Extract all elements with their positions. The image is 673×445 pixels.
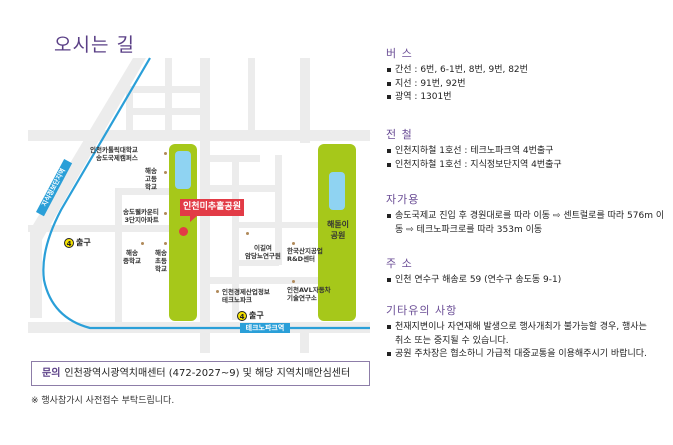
park-haedoji-label: 해돋이 공원 (326, 220, 350, 240)
section-address: 주 소 인천 연수구 해송로 59 (연수구 송도동 9-1) (386, 255, 561, 288)
landmark-avl: 인천AVL자동차 기술연구소 (287, 286, 331, 302)
section-etc: 기타유의 사항 천재지변이나 자연재해 발생으로 행사개최가 불가능할 경우, … (386, 302, 656, 362)
landmark-dot (246, 232, 249, 235)
inquiry-key: 문의 (42, 368, 61, 379)
section-car: 자가용 송도국제교 진입 후 경원대로를 따라 이동 ⇨ 센트럴로를 따라 57… (386, 191, 671, 237)
landmark-catholic-univ: 인천카톨릭대학교 송도국제캠퍼스 (90, 146, 138, 162)
exit-label: 출구 (249, 311, 264, 320)
bus-item: 간선 : 6번, 6-1번, 8번, 9번, 82번 (386, 64, 528, 78)
landmark-haesong-high: 해송 고등 학교 (145, 167, 157, 191)
subway-item: 인천지하철 1호선 : 테크노파크역 4번출구 (386, 145, 562, 159)
section-title: 버 스 (386, 47, 413, 60)
landmark-dot (164, 152, 167, 155)
exit-left: 4 출구 (64, 237, 91, 248)
page-title: 오시는 길 (54, 34, 135, 56)
inquiry-text: 인천광역시광역치매센터 (472-2027~9) 및 해당 지역치매안심센터 (64, 368, 351, 379)
address-item: 인천 연수구 해송로 59 (연수구 송도동 9-1) (386, 274, 561, 288)
section-bus: 버 스 간선 : 6번, 6-1번, 8번, 9번, 82번 지선 : 91번,… (386, 45, 528, 105)
bus-item: 광역 : 1301번 (386, 91, 528, 105)
landmark-wellcounty-apt: 송도웰카운티 3단지아파트 (123, 208, 159, 224)
etc-item: 천재지변이나 자연재해 발생으로 행사개최가 불가능할 경우, 행사는 취소 또… (386, 321, 656, 348)
landmark-lee-gil-ya: 이길여 암당뇨연구원 (245, 244, 281, 260)
section-title: 전 철 (386, 128, 413, 141)
landmark-dot (292, 242, 295, 245)
exit-number-icon: 4 (237, 310, 247, 321)
exit-label: 출구 (76, 238, 91, 247)
landmark-dot (292, 280, 295, 283)
exit-number-icon: 4 (64, 237, 74, 248)
etc-item: 공원 주차장은 협소하니 가급적 대중교통을 이용해주시기 바랍니다. (386, 348, 656, 362)
registration-note: ※ 행사참가시 사전접수 부탁드립니다. (31, 396, 175, 406)
car-item: 송도국제교 진입 후 경원대로를 따라 이동 ⇨ 센트럴로를 따라 576m 이… (386, 210, 671, 237)
landmark-dot (141, 242, 144, 245)
destination-marker-icon (179, 227, 188, 236)
landmark-kicox: 한국산지공업 R&D센터 (287, 247, 323, 263)
location-map: 인천카톨릭대학교 송도국제캠퍼스 해송 고등 학교 송도웰카운티 3단지아파트 … (0, 0, 380, 360)
bus-item: 지선 : 91번, 92번 (386, 78, 528, 92)
section-title: 주 소 (386, 257, 413, 270)
landmark-dot (216, 290, 219, 293)
landmark-dot (164, 171, 167, 174)
exit-bottom: 4 출구 (237, 310, 264, 321)
landmark-dot (164, 242, 167, 245)
section-title: 자가용 (386, 193, 420, 206)
station-technopark: 테크노파크역 (240, 323, 290, 333)
section-subway: 전 철 인천지하철 1호선 : 테크노파크역 4번출구 인천지하철 1호선 : … (386, 126, 562, 172)
landmark-dot (164, 212, 167, 215)
landmark-technopark: 인천경제산업정보 테크노파크 (222, 288, 270, 304)
landmark-haesong-middle: 해송 중학교 (123, 249, 141, 265)
subway-item: 인천지하철 1호선 : 지식정보단지역 4번출구 (386, 159, 562, 173)
section-title: 기타유의 사항 (386, 304, 458, 317)
landmark-haesong-elem: 해송 초등 학교 (155, 249, 167, 273)
destination-label: 인천미추홀공원 (180, 199, 244, 222)
